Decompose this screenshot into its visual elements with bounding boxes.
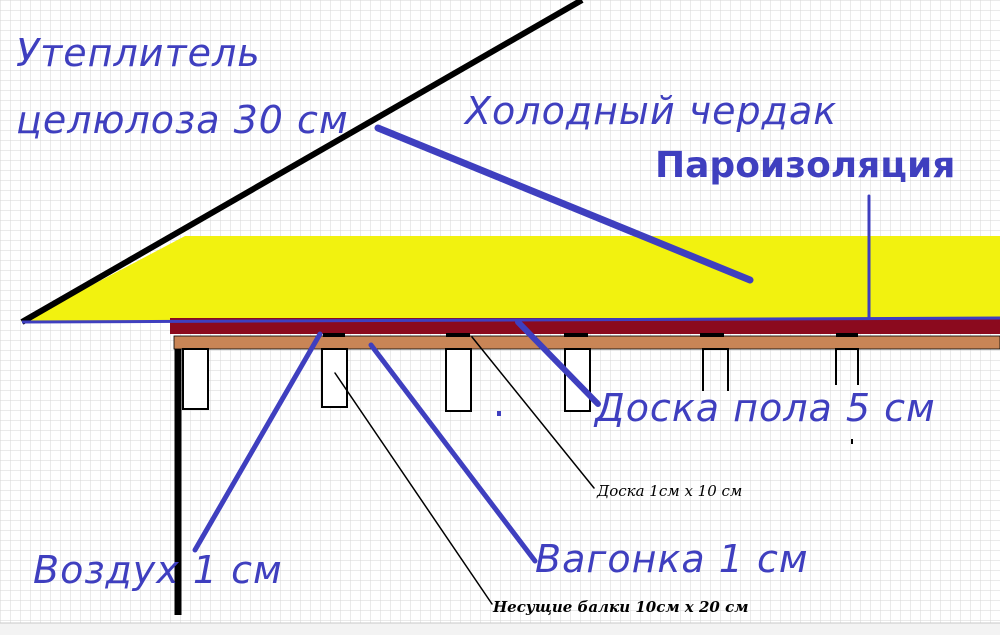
label-floor-board: Доска пола 5 см	[593, 386, 936, 430]
roof-line	[20, 0, 584, 325]
label-vapor-barrier: Пароизоляция	[655, 145, 955, 186]
pointer-floor-board	[515, 319, 601, 407]
beam	[182, 348, 209, 410]
label-air-gap: Воздух 1 см	[33, 548, 283, 592]
beams-group	[182, 348, 859, 412]
pointer-insulation	[374, 124, 754, 284]
beam-caps	[323, 333, 858, 337]
bottom-strip	[0, 623, 1000, 635]
beam	[835, 348, 859, 385]
label-cold-attic: Холодный чердак	[463, 89, 837, 133]
stray-dot	[497, 411, 501, 416]
label-board-1x10: Доска 1см х 10 см	[596, 482, 742, 500]
label-insulation-line2: целюлоза 30 см	[16, 98, 349, 142]
beam	[702, 348, 729, 391]
pointer-lining	[368, 342, 538, 564]
insulation-layer	[22, 236, 1000, 322]
label-insulation-line1: Утеплитель	[16, 31, 261, 75]
label-beams: Несущие балки 10см х 20 см	[492, 598, 748, 616]
floor-board-layer	[173, 335, 1000, 350]
ceiling-line	[21, 316, 1000, 324]
beam	[445, 348, 472, 412]
label-lining: Вагонка 1 см	[535, 537, 809, 581]
pointers	[192, 124, 871, 605]
beam	[321, 348, 348, 408]
stray-dot	[851, 439, 853, 444]
pointer-board-1x10	[471, 336, 595, 489]
pointer-beams	[334, 372, 493, 605]
pointer-air-gap	[192, 331, 323, 553]
beam	[564, 348, 591, 412]
